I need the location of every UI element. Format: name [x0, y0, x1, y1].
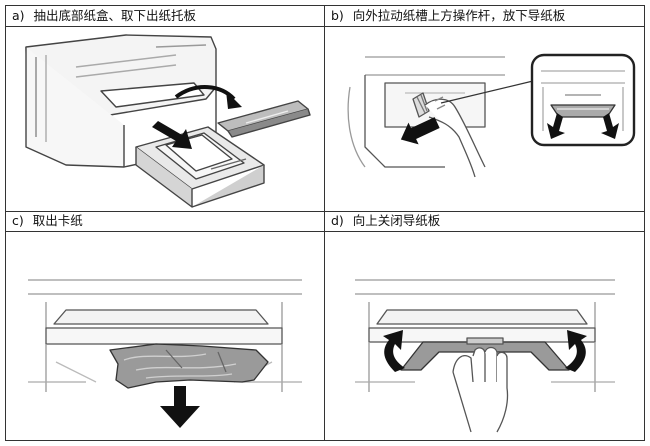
panel-b-letter: b)	[331, 8, 344, 23]
panel-b: b) 向外拉动纸槽上方操作杆，放下导纸板	[325, 6, 644, 211]
panel-c-text: 取出卡纸	[32, 213, 83, 228]
panel-d-letter: d)	[331, 213, 344, 228]
panel-d: d) 向上关闭导纸板	[325, 211, 644, 440]
panel-c: c) 取出卡纸	[6, 211, 324, 440]
panel-a-illustration	[25, 34, 311, 208]
panel-b-text: 向外拉动纸槽上方操作杆，放下导纸板	[352, 8, 566, 23]
panel-d-caption: d) 向上关闭导纸板	[325, 211, 440, 231]
grid-row-divider	[6, 211, 644, 212]
grid-vertical-divider	[324, 6, 325, 440]
panel-b-illustration	[347, 53, 636, 178]
panel-a-caption: a) 抽出底部纸盒、取下出纸托板	[6, 6, 196, 26]
grid-row2-header-rule	[6, 231, 644, 232]
panel-a-letter: a)	[12, 8, 25, 23]
panel-b-caption: b) 向外拉动纸槽上方操作杆，放下导纸板	[325, 6, 565, 26]
instruction-sheet: a) 抽出底部纸盒、取下出纸托板	[5, 5, 645, 441]
panel-c-caption: c) 取出卡纸	[6, 211, 83, 231]
panel-a-text: 抽出底部纸盒、取下出纸托板	[33, 8, 197, 23]
panel-d-illustration	[355, 279, 615, 433]
panel-d-text: 向上关闭导纸板	[352, 213, 441, 228]
panel-c-illustration	[28, 279, 302, 428]
panel-a: a) 抽出底部纸盒、取下出纸托板	[6, 6, 324, 211]
grid-row1-header-rule	[6, 26, 644, 27]
panel-c-letter: c)	[12, 213, 24, 228]
